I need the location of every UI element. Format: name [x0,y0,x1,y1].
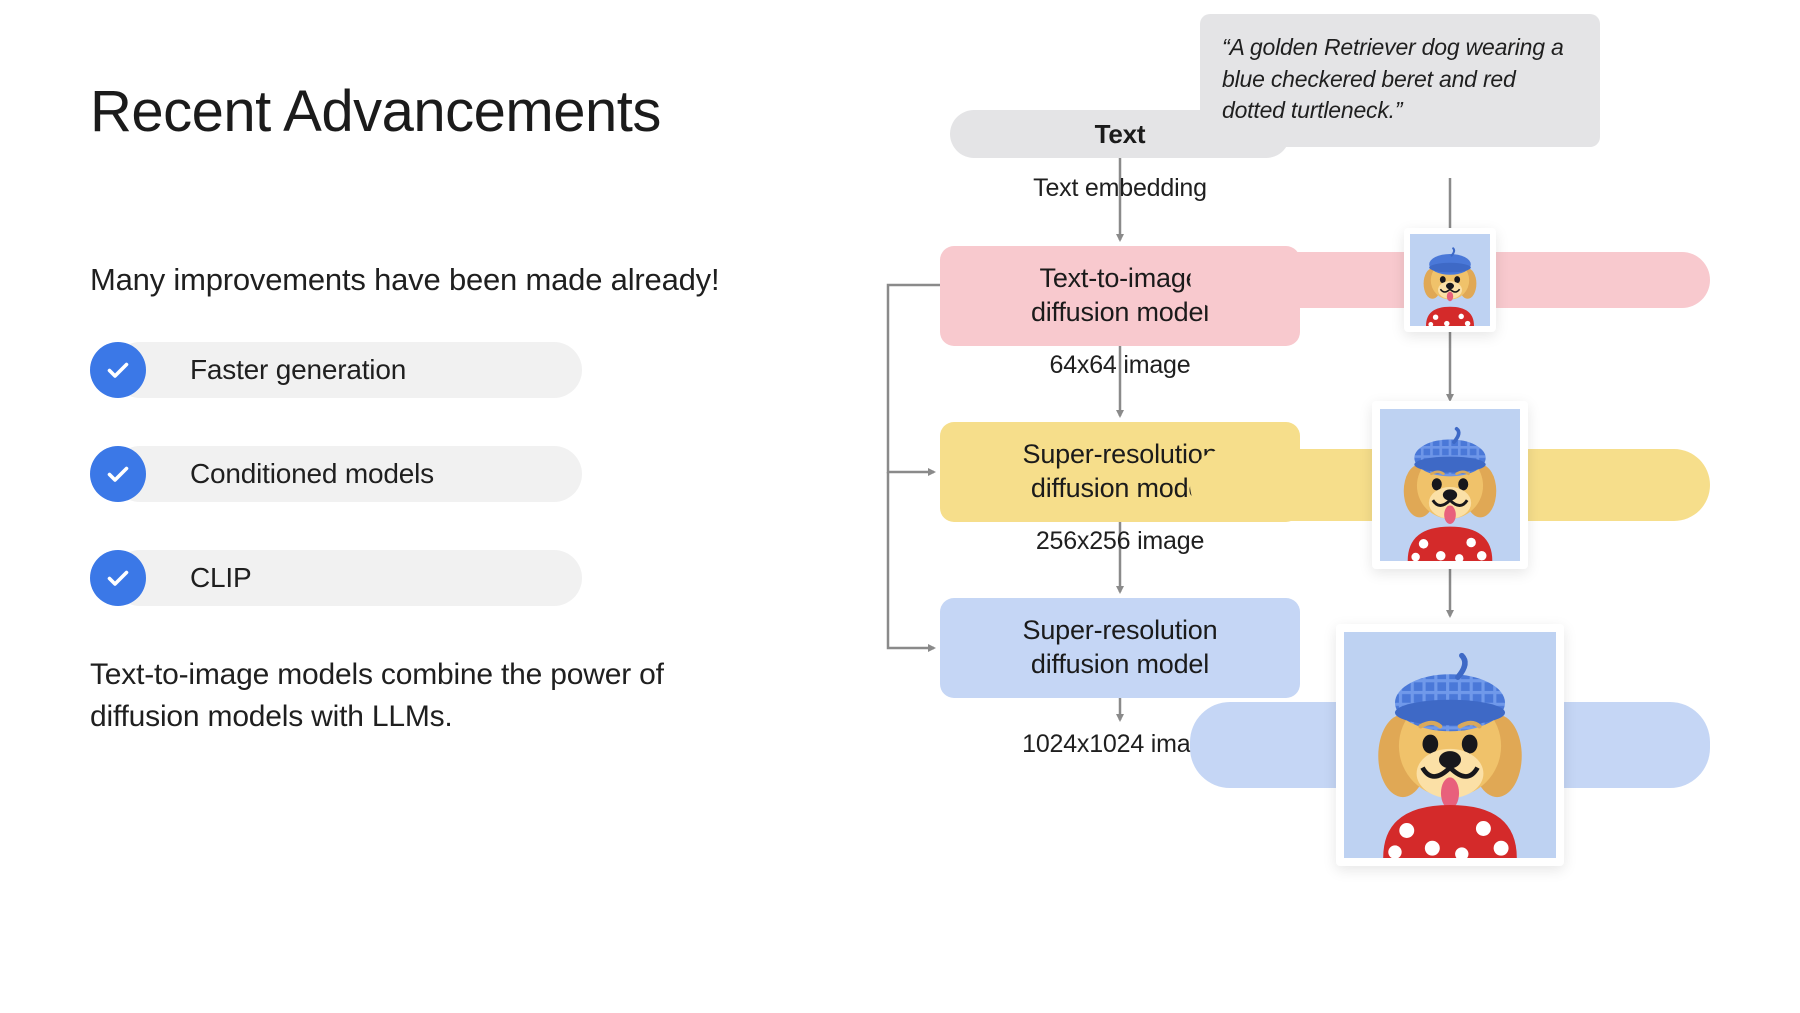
checklist-item-label: CLIP [190,561,252,593]
output-image-64[interactable] [1404,228,1496,332]
list-item[interactable]: CLIP [90,549,830,606]
check-icon [90,445,146,502]
prompt-bubble: “A golden Retriever dog wearing a blue c… [1200,14,1600,148]
list-item[interactable]: Conditioned models [90,445,830,502]
node-sr2-line2: diffusion model [1030,649,1210,679]
check-icon [90,341,146,398]
node-sr1-line1: Super-resolution [1022,439,1218,470]
dog-illustration-large [1344,632,1556,858]
dog-illustration-medium [1380,409,1520,561]
checklist-pill-background [112,341,582,398]
left-content-column: Recent Advancements Many improvements ha… [90,80,830,739]
node-t2i-line1: Text-to-image [1039,263,1201,294]
check-icon [90,549,146,606]
node-sr2-line1: Super-resolution [1022,615,1218,646]
node-t2i-line2: diffusion model [1030,297,1210,327]
output-image-1024[interactable] [1336,624,1564,866]
edge-label-text-embedding: Text embedding [1033,174,1207,202]
output-row-256x256 [1190,400,1710,570]
node-sr1-line2: diffusion model [1030,473,1210,503]
output-image-256[interactable] [1372,401,1528,569]
page-title: Recent Advancements [90,79,661,144]
lead-paragraph: Many improvements have been made already… [90,261,720,297]
dog-illustration-small [1410,234,1490,326]
pipeline-diagram: Text Text embedding Text-to-image diffus… [880,70,1740,950]
closing-paragraph: Text-to-image models combine the power o… [90,657,664,734]
list-item[interactable]: Faster generation [90,341,830,398]
checklist-pill-background [112,549,582,606]
output-row-64x64 [1190,225,1710,335]
node-super-resolution-2[interactable]: Super-resolution diffusion model [940,598,1300,698]
output-row-1024x1024 [1190,610,1710,880]
checklist: Faster generation Conditioned models [90,341,830,606]
edge-label-1024x1024: 1024x1024 image [1022,730,1218,758]
edge-label-64x64: 64x64 image [1049,351,1191,379]
edge-label-256x256: 256x256 image [1035,527,1205,555]
checklist-item-label: Faster generation [190,353,407,385]
checklist-item-label: Conditioned models [190,457,434,489]
checklist-pill-background [112,445,582,502]
